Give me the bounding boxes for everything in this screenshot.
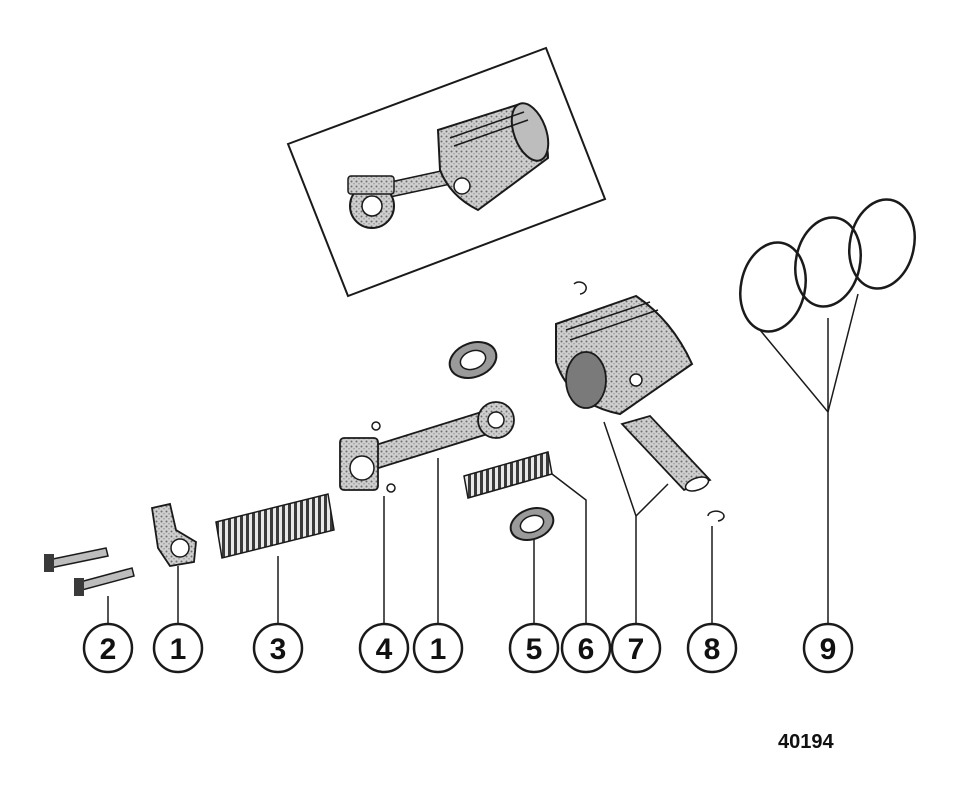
- svg-text:9: 9: [820, 633, 837, 666]
- callout-3: 3: [252, 622, 304, 674]
- inset-rod: [347, 167, 461, 229]
- cap-screw: [74, 567, 135, 596]
- callout-1-rod: 1: [412, 622, 464, 674]
- piston-pin: [620, 414, 712, 492]
- cap-screws: [44, 547, 135, 596]
- callout-6: 6: [560, 622, 612, 674]
- svg-text:4: 4: [376, 633, 393, 666]
- svg-text:5: 5: [526, 633, 543, 666]
- leader-lines: [107, 293, 859, 624]
- callout-2: 2: [82, 622, 134, 674]
- connecting-rod: [339, 401, 515, 491]
- svg-text:1: 1: [170, 633, 187, 666]
- svg-text:2: 2: [100, 633, 117, 666]
- callout-9: 9: [802, 622, 854, 674]
- callout-1-cap: 1: [152, 622, 204, 674]
- svg-text:8: 8: [704, 633, 721, 666]
- callout-8: 8: [686, 622, 738, 674]
- piston: [555, 294, 694, 416]
- svg-text:3: 3: [270, 633, 287, 666]
- callout-4: 4: [358, 622, 410, 674]
- figure-number: 40194: [778, 731, 834, 753]
- lockrings: [573, 281, 725, 522]
- svg-text:7: 7: [628, 633, 645, 666]
- cap-screw: [44, 547, 109, 572]
- piston-rings: [739, 198, 916, 333]
- needle-bearing-large: [215, 493, 335, 559]
- assembly-inset: [286, 46, 607, 298]
- needle-bearing-small: [463, 451, 553, 499]
- thrust-washers: [448, 341, 555, 541]
- connecting-rod-cap: [150, 502, 197, 567]
- callout-5: 5: [508, 622, 560, 674]
- svg-text:6: 6: [578, 633, 595, 666]
- locating-washers: [371, 421, 396, 493]
- inset-piston: [436, 102, 550, 212]
- svg-text:1: 1: [430, 633, 447, 666]
- callout-7: 7: [610, 622, 662, 674]
